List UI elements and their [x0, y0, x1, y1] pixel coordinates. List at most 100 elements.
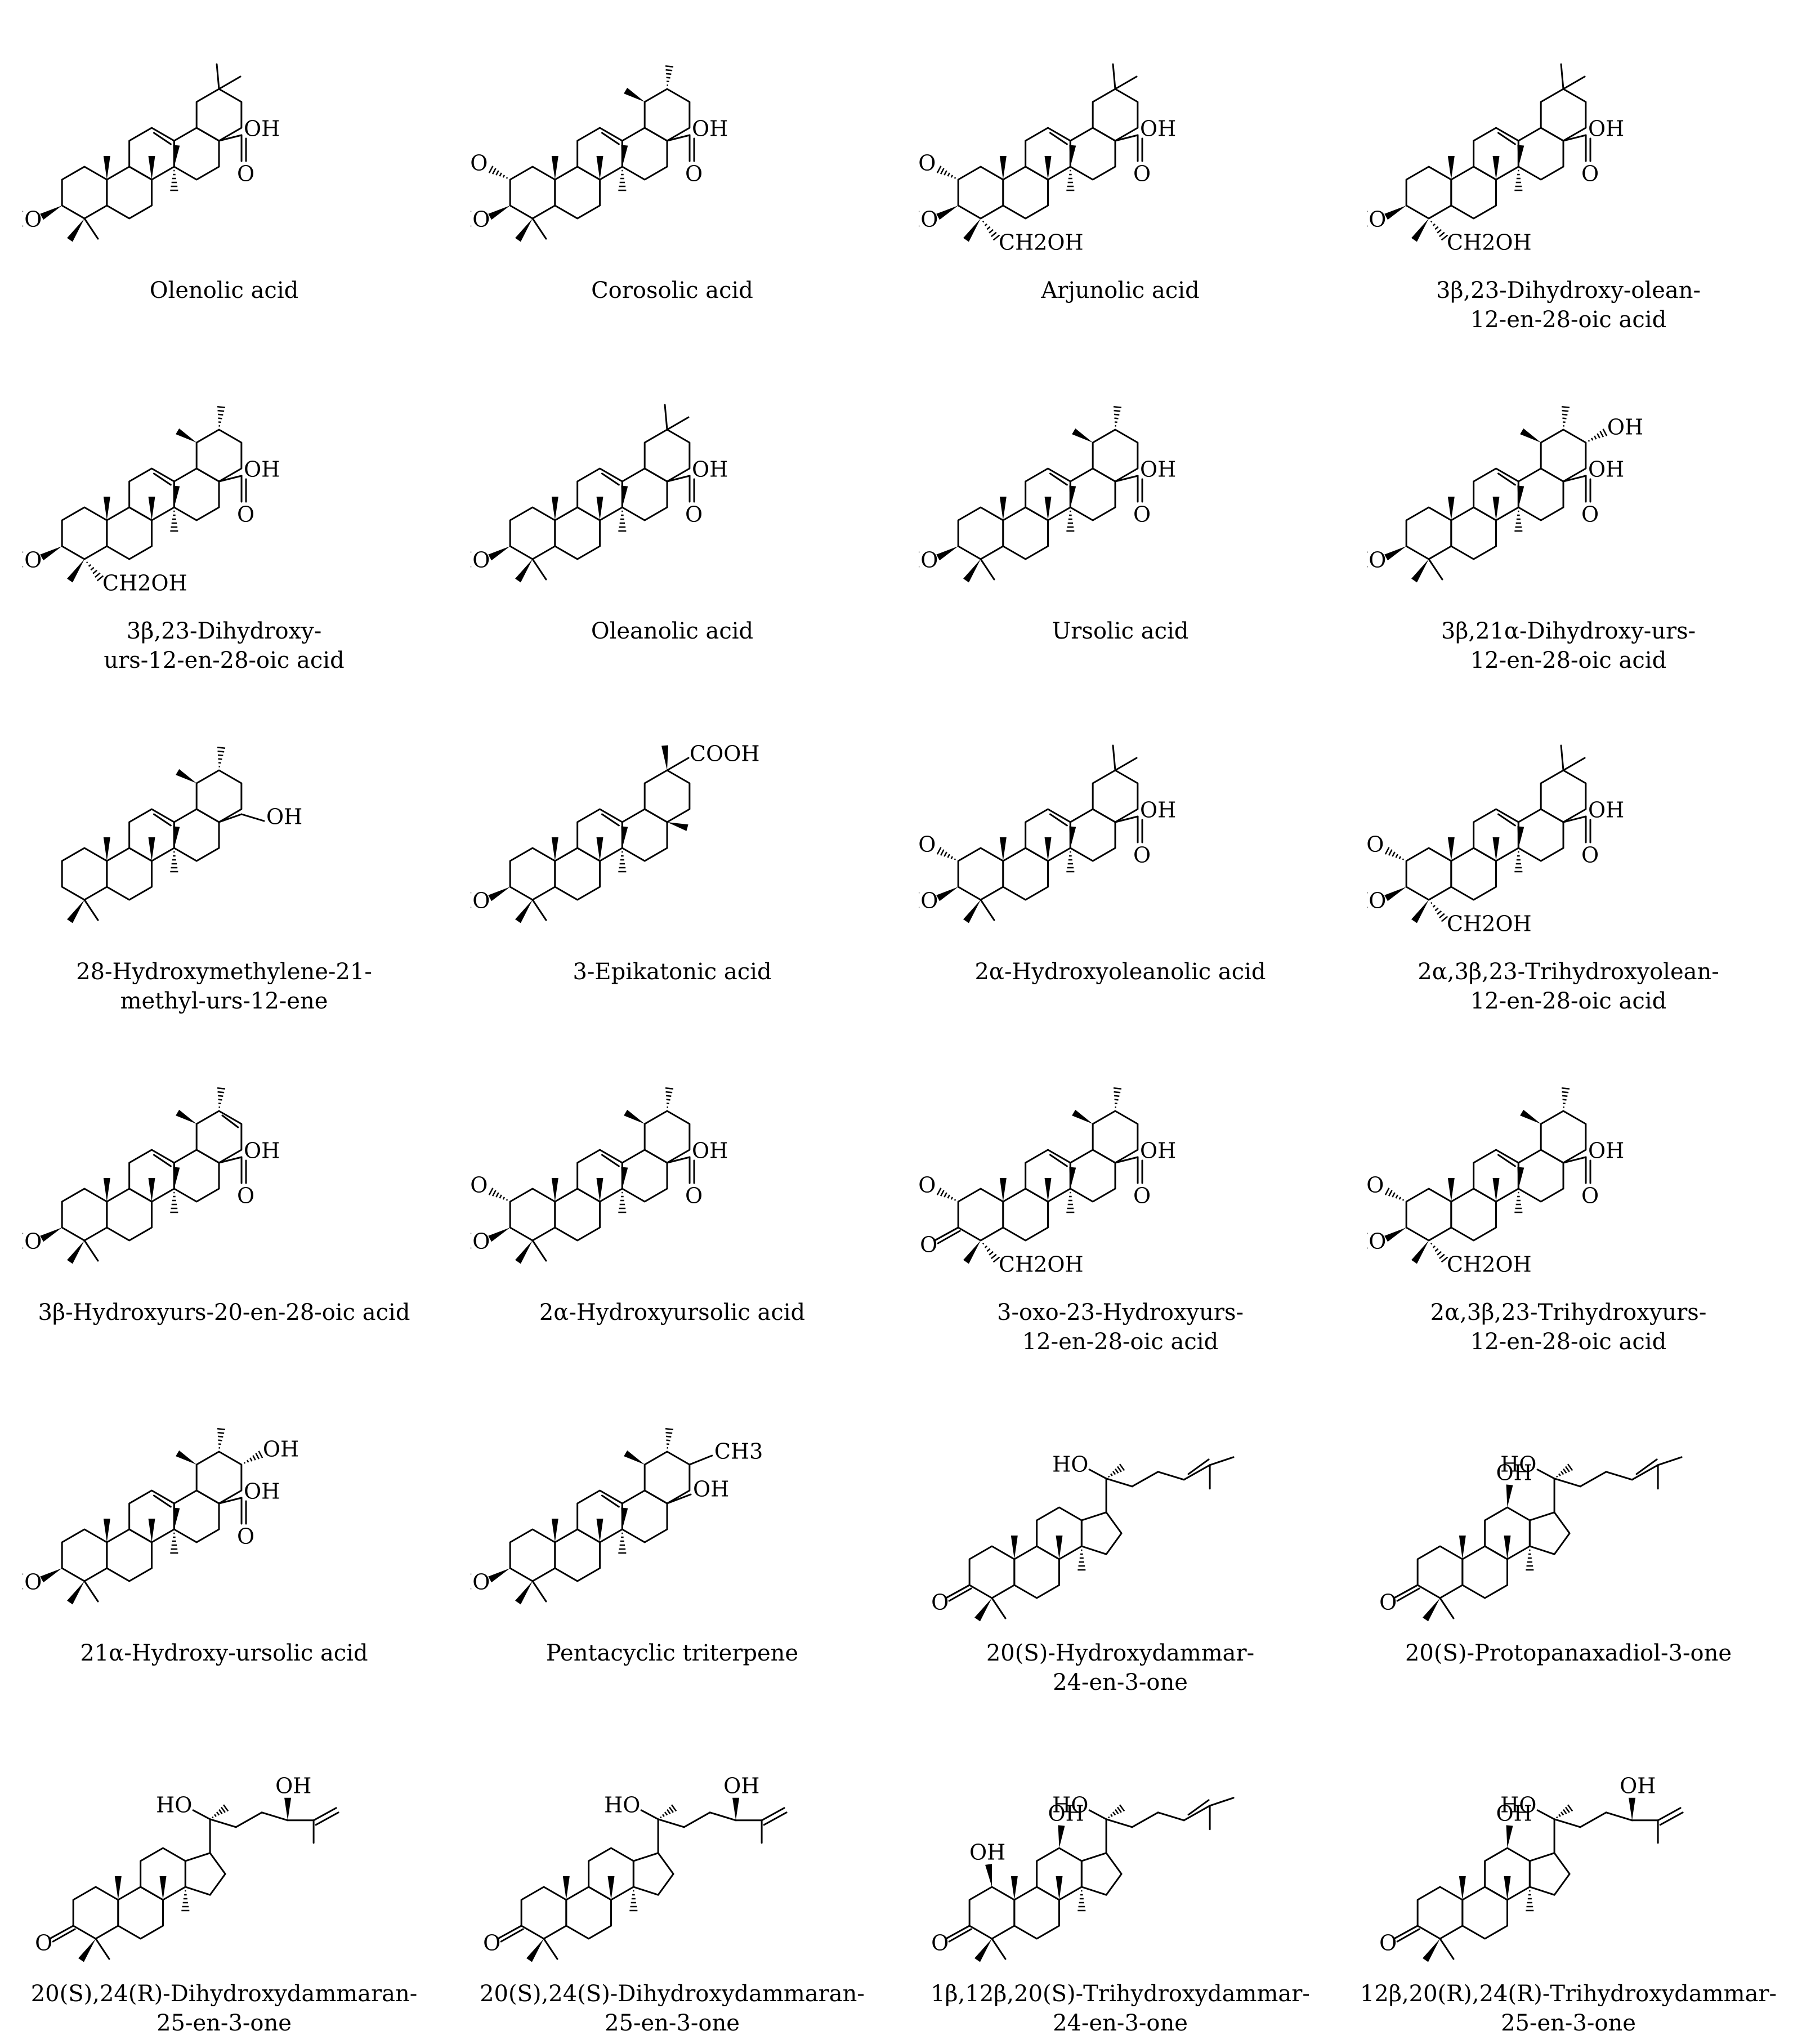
label-oh-c28: OH: [244, 1479, 280, 1504]
oh-c2-hash: [488, 166, 494, 173]
methylene-c26: [761, 1807, 785, 1822]
ring-D: [173, 1149, 220, 1203]
methyl-c21-hash: [221, 1806, 226, 1813]
ring-E: [195, 429, 243, 483]
ring-E: [1540, 88, 1587, 142]
methyl-c4: [991, 1597, 1007, 1619]
ring-system: HOOHCH3: [471, 1428, 763, 1605]
label-ho-c2: HO: [919, 1173, 936, 1198]
bond-c23-c24: [261, 1811, 289, 1822]
oh-c21-hash: [258, 1451, 263, 1458]
ring-B: [1450, 166, 1497, 220]
compound-card: HOOHOUrsolic acid: [896, 341, 1344, 681]
bond-c20-c22: [1105, 1478, 1133, 1488]
label-ho-c2: HO: [471, 151, 488, 176]
c28-bond: [1562, 1156, 1587, 1164]
carbonyl-c3-b: [948, 1587, 972, 1602]
methyl-c10-wedge: [103, 1178, 110, 1202]
structure-drawing: OCH2OHHOOHO: [919, 1087, 1176, 1277]
label-oh-c28: OH: [692, 1139, 728, 1163]
compound-card: HOOHOOH3β,21α-Dihydroxy-urs- 12-en-28-oi…: [1344, 341, 1792, 681]
methyl-c8-wedge: [1492, 1178, 1500, 1202]
structure-drawing: HOCH2OHOHO: [23, 406, 280, 596]
ring-E: [1540, 769, 1587, 823]
methyl-c4-wedge: [963, 1240, 981, 1264]
methyl-c10-wedge: [103, 1519, 110, 1542]
ring-B: [554, 1528, 601, 1582]
methyl-c21-hash: [1563, 1809, 1567, 1814]
label-o-c28: O: [1581, 1184, 1599, 1208]
methyl-c4-wedge: [67, 218, 84, 242]
label-o-c3: O: [920, 1233, 937, 1257]
c23-hash: [1437, 1251, 1442, 1256]
oh-c2-hash: [1395, 1194, 1398, 1199]
oh-c2-hash: [950, 856, 954, 859]
methyl-c21-hash: [1563, 1468, 1567, 1474]
double-bond-20: [221, 1114, 239, 1128]
oh-c21-hash: [252, 1455, 256, 1461]
compound-name: 28-Hydroxymethylene-21- methyl-urs-12-en…: [76, 959, 372, 1014]
ring-E: [1540, 429, 1587, 483]
methyl-c21-hash: [1110, 1473, 1113, 1476]
double-bond-12: [1049, 132, 1068, 145]
methyl-c8-wedge: [1044, 837, 1052, 861]
ring-E: [643, 1451, 691, 1505]
compound-name: 12β,20(R),24(R)-Trihydroxydammar- 25-en-…: [1360, 1981, 1777, 2036]
bond-c22-c23: [235, 1811, 263, 1828]
structure-drawing: HOOHOOH: [23, 1428, 299, 1605]
c23-hash: [1441, 916, 1448, 922]
methyl-c20-hash: [217, 754, 223, 757]
ring-B: [1450, 1188, 1497, 1242]
ring-D: [621, 127, 668, 181]
methylene-c26: [312, 1807, 337, 1822]
bond-c23-c24: [709, 1811, 737, 1822]
methyl-c20-hash: [1562, 417, 1567, 419]
label-cooh-c29: COOH: [690, 742, 760, 766]
methyl-c19-wedge: [1520, 1109, 1541, 1124]
carbonyl-c3: [934, 1226, 959, 1241]
methyl-c21-hash: [669, 1806, 674, 1813]
ring-B: [554, 1188, 601, 1242]
c23-hash: [1432, 223, 1436, 226]
c23-hash: [1441, 234, 1448, 241]
ring-D: [173, 1489, 220, 1543]
oh-c21-hash: [249, 1457, 253, 1462]
methyl-c4-wedge: [1423, 1939, 1440, 1962]
methyl-c4: [531, 558, 547, 581]
methyl-c8-wedge: [1492, 837, 1500, 861]
compound-card: HOOHOOlenolic acid: [0, 0, 448, 341]
bond-c23-c24: [1157, 1471, 1185, 1481]
ring-B: [1450, 847, 1497, 901]
ring-system: HOHOOHO: [471, 1087, 728, 1264]
methyl-c20-b: [664, 404, 668, 431]
ring-system: HOOHOOH: [23, 1428, 299, 1605]
oh-c21-hash: [1590, 438, 1594, 441]
oh-c2-hash: [936, 1188, 942, 1195]
oh-c3-wedge: [40, 546, 62, 561]
compound-name: 2α,3β,23-Trihydroxyolean- 12-en-28-oic a…: [1418, 959, 1719, 1014]
c28-bond: [218, 1497, 243, 1505]
c23-hash: [1437, 910, 1442, 915]
c23-hash: [1434, 1248, 1439, 1252]
label-ch2oh-c23: CH2OH: [1447, 1252, 1532, 1277]
c28-bond: [1562, 815, 1587, 823]
ring-B: [565, 1886, 612, 1940]
ring-A: [957, 506, 1004, 560]
double-bond-24: [1187, 1799, 1210, 1816]
ring-D: [1517, 808, 1564, 862]
ring-system: OH: [61, 747, 302, 923]
ring-D: [1080, 1852, 1123, 1896]
compound-card: HOCH2OHHOOHOArjunolic acid: [896, 0, 1344, 341]
methyl-c21-hash: [1567, 1804, 1573, 1812]
methyl-c21-hash: [1561, 1811, 1564, 1816]
label-ho-c3: HO: [471, 889, 490, 913]
bond-c23-c24: [1157, 1811, 1185, 1822]
bond-c23-c24: [1605, 1471, 1633, 1481]
